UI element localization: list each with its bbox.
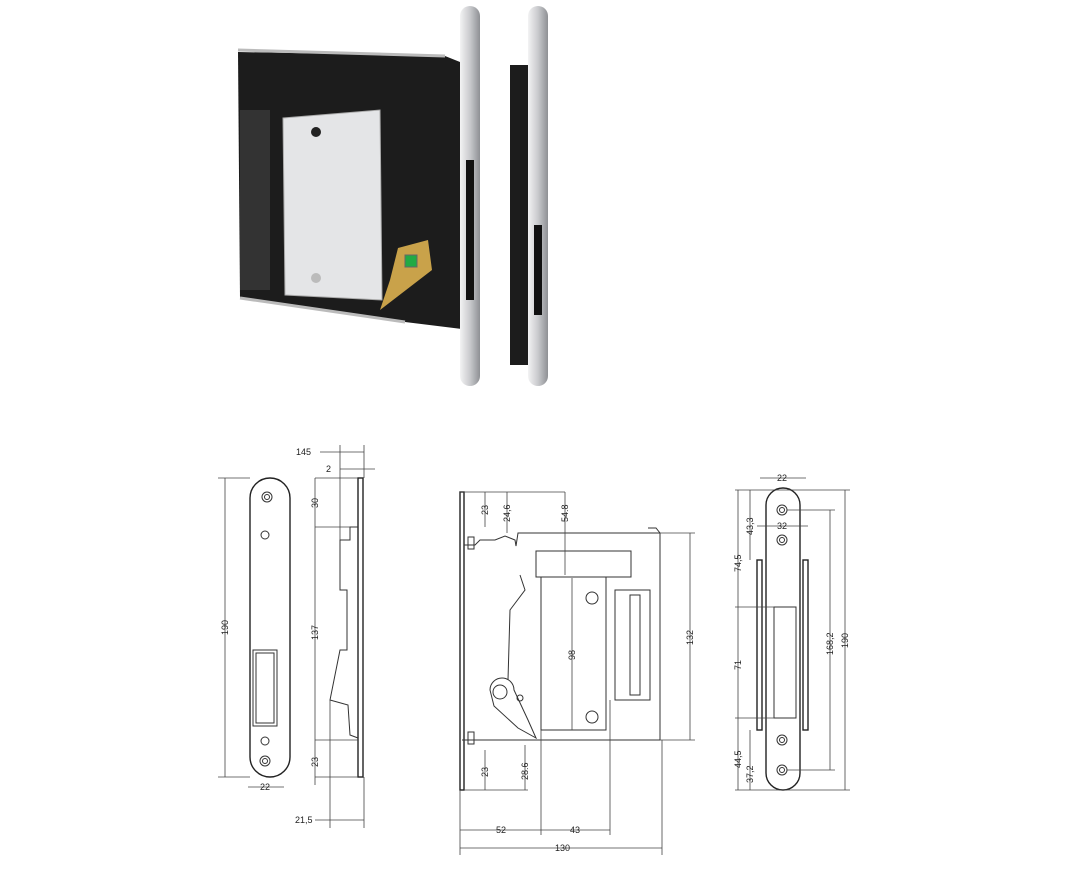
dim-54-8: 54.8 xyxy=(560,504,570,522)
dim-145: 145 xyxy=(296,447,311,457)
dim-71: 71 xyxy=(733,660,743,670)
dim-130: 130 xyxy=(555,843,570,853)
dim-190-strike: 190 xyxy=(840,633,850,648)
dim-23-top: 23 xyxy=(480,505,490,515)
dim-37-2: 37,2 xyxy=(745,765,755,783)
strike-photo xyxy=(528,6,548,386)
lock-body-drawing: 23 24,6 54.8 98 132 23 28.6 52 43 130 xyxy=(459,491,695,855)
dim-32: 32 xyxy=(777,521,787,531)
dim-22-strike: 22 xyxy=(777,473,787,483)
dim-22: 22 xyxy=(260,782,270,792)
front-plate-drawing: 190 22 xyxy=(218,477,291,792)
dim-52: 52 xyxy=(496,825,506,835)
dim-190: 190 xyxy=(220,620,230,635)
dim-23-bottom: 23 xyxy=(480,767,490,777)
dim-21-5: 21,5 xyxy=(295,815,313,825)
dim-168-2: 168,2 xyxy=(825,632,835,655)
lock-photo xyxy=(237,6,548,386)
dim-132: 132 xyxy=(685,630,695,645)
side-profile-drawing: 145 2 30 137 23 21,5 xyxy=(295,445,375,828)
dim-44-5: 44,5 xyxy=(733,750,743,768)
dim-43: 43 xyxy=(570,825,580,835)
dim-24-6: 24,6 xyxy=(502,504,512,522)
dim-30: 30 xyxy=(310,498,320,508)
dim-43-3: 43,3 xyxy=(745,517,755,535)
dim-98: 98 xyxy=(567,650,577,660)
dim-28-6: 28.6 xyxy=(520,762,530,780)
dim-137: 137 xyxy=(310,625,320,640)
follower-cam xyxy=(380,240,432,310)
dim-23: 23 xyxy=(310,757,320,767)
dim-74-5: 74,5 xyxy=(733,554,743,572)
strike-plate-drawing: 22 32 74,5 43,3 71 44,5 37,2 168,2 190 xyxy=(733,473,850,791)
dim-2: 2 xyxy=(326,464,331,474)
latch-plate xyxy=(282,109,383,301)
